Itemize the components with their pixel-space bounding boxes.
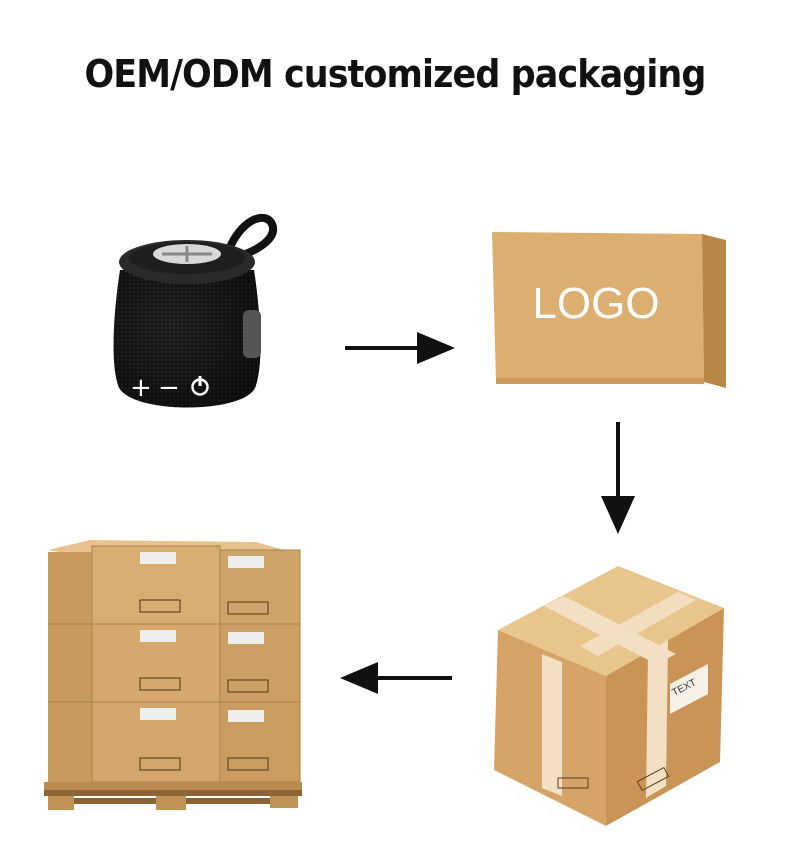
arrow-right-icon: [345, 330, 455, 366]
product-box: LOGO: [492, 232, 728, 392]
speaker-icon: + −: [113, 213, 278, 408]
page-title: OEM/ODM customized packaging: [84, 52, 706, 96]
arrow-down-icon: [598, 422, 638, 534]
volume-down-icon: −: [158, 373, 180, 403]
logo-text: LOGO: [532, 279, 659, 328]
pallet-icon: [44, 536, 306, 812]
pallet-stack: [44, 540, 302, 810]
volume-up-icon: +: [130, 373, 152, 403]
arrow-left-icon: [340, 660, 452, 696]
speaker-image: + −: [100, 210, 280, 430]
shipping-box: TEXT: [488, 564, 728, 834]
